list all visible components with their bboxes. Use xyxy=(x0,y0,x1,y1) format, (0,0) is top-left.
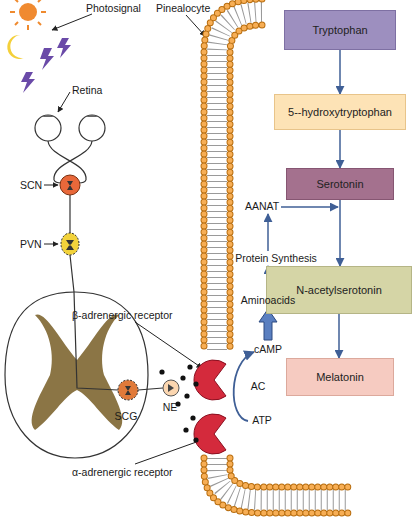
leader-arrow xyxy=(135,322,202,368)
text-label: SCG xyxy=(115,410,138,422)
text-label: Photosignal xyxy=(86,2,141,14)
text-label: Aminoacids xyxy=(241,294,295,306)
compound-name: N-acetylserotonin xyxy=(296,284,382,296)
cell-membrane xyxy=(204,0,350,513)
text-label: SCN xyxy=(20,179,42,191)
text-label: ATP xyxy=(252,414,272,426)
text-label: AANAT xyxy=(245,200,279,212)
pvn-nucleus xyxy=(61,233,79,255)
nerve-line xyxy=(138,388,163,390)
text-label: Protein Synthesis xyxy=(235,252,317,264)
moon-symbol xyxy=(7,35,24,59)
sun-symbol xyxy=(10,0,46,30)
pathway-arrow xyxy=(339,200,341,266)
ne-molecules xyxy=(159,364,198,442)
text-label: Retina xyxy=(72,84,102,96)
compound-box: Serotonin xyxy=(286,168,394,200)
leader-arrow xyxy=(58,92,70,112)
eye-symbols xyxy=(35,115,105,183)
pathway-arrow xyxy=(339,130,341,168)
leader-arrow xyxy=(44,185,58,186)
scg-ganglion xyxy=(118,380,138,400)
compound-name: 5--hydroxytryptophan xyxy=(288,106,392,118)
text-label: cAMP xyxy=(254,343,282,355)
compound-box: Melatonin xyxy=(286,358,394,396)
compound-name: Melatonin xyxy=(316,371,364,383)
compound-name: Serotonin xyxy=(316,178,363,190)
lightning-symbols xyxy=(21,38,71,93)
pathway-arrow xyxy=(339,50,341,94)
nerve-line xyxy=(70,255,118,390)
nerve-line xyxy=(69,195,70,233)
text-label: Pinealocyte xyxy=(156,2,210,14)
text-label: PVN xyxy=(20,238,42,250)
scn-nucleus xyxy=(60,175,80,195)
alpha-receptor xyxy=(194,414,226,454)
text-label: AC xyxy=(251,380,266,392)
leader-arrow xyxy=(52,14,92,30)
compound-box: Tryptophan xyxy=(284,10,396,50)
nerve-terminal xyxy=(163,380,179,396)
leader-arrow xyxy=(44,244,58,245)
pvn-mark xyxy=(66,240,74,250)
scn-mark xyxy=(67,181,73,190)
pathway-arrow xyxy=(267,214,269,251)
scg-mark xyxy=(125,386,131,395)
beta-receptor xyxy=(194,360,226,400)
compound-name: Tryptophan xyxy=(312,24,367,36)
leader-arrow xyxy=(135,440,202,464)
aanat-arrow xyxy=(281,206,338,208)
text-label: β-adrenergic receptor xyxy=(72,309,173,321)
text-label: NE xyxy=(163,401,178,413)
pathway-arrow xyxy=(338,314,340,358)
text-label: α-adrenergic receptor xyxy=(72,466,173,478)
nerve-terminal-mark xyxy=(168,384,174,392)
compound-box: 5--hydroxytryptophan xyxy=(274,94,406,130)
leader-arrow xyxy=(186,15,205,36)
compound-box: N-acetylserotonin xyxy=(266,266,412,314)
